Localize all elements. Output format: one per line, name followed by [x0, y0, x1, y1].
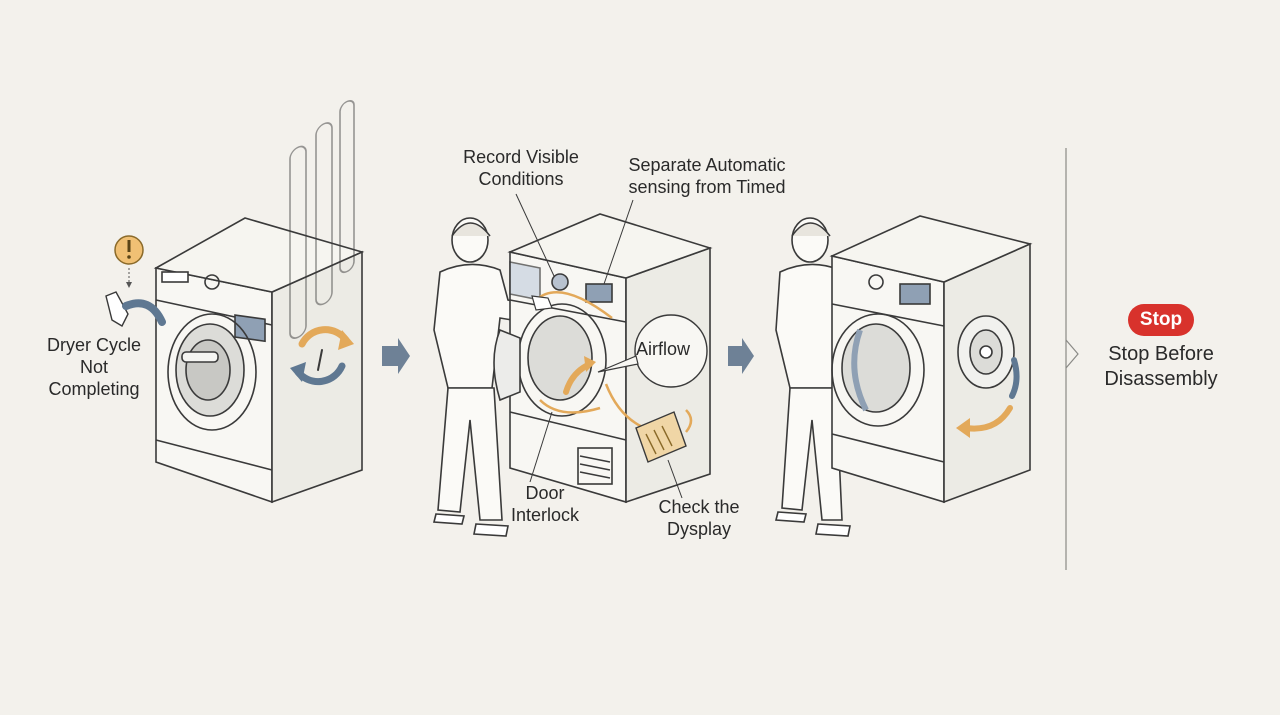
rotate-arrow-icon: [956, 357, 1020, 438]
label-check-the-display: Check the Dysplay: [658, 497, 740, 539]
person-1: [432, 217, 541, 537]
warning-icon: [114, 235, 144, 288]
hand-pointer-2: [531, 295, 553, 311]
start-arrow: [122, 299, 166, 326]
step-arrow-icon: [728, 338, 754, 374]
label-door-interlock: Door Interlock: [510, 483, 580, 525]
hand-pointer-icon: [105, 291, 129, 327]
label-dryer-cycle-not-completing: Dryer Cycle Not Completing: [46, 335, 141, 399]
chevron-right-icon: [1065, 339, 1079, 369]
dryer-3: [829, 215, 1033, 504]
sensor-module: [635, 411, 687, 463]
cycle-arrows-icon: [290, 326, 354, 386]
dryer-1: [153, 99, 365, 504]
label-airflow: Airflow: [636, 339, 691, 359]
airflow-bubble: [634, 314, 708, 388]
step-arrow-icon: [382, 338, 410, 374]
label-separate-automatic-sensing: Separate Automatic sensing from Timed: [628, 155, 786, 197]
leader-lines: [515, 193, 683, 499]
stop-badge: Stop: [1128, 304, 1194, 336]
label-stop-before-disassembly: Stop Before Disassembly: [1104, 343, 1218, 390]
label-record-visible-conditions: Record Visible Conditions: [463, 147, 579, 189]
